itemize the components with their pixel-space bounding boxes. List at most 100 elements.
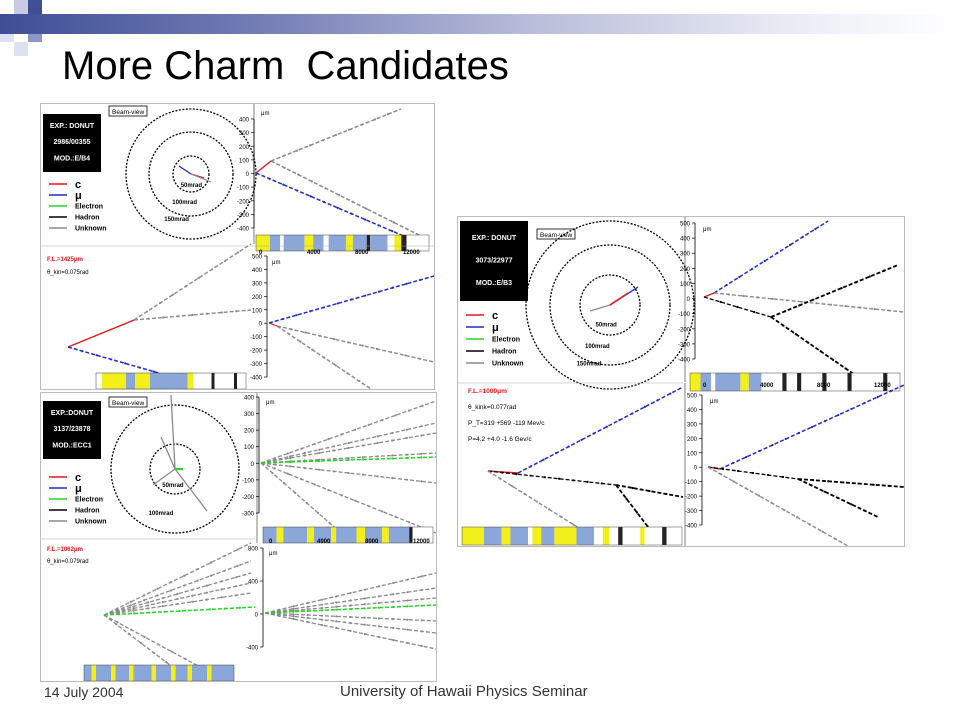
- track-point: [810, 484, 813, 487]
- track-point: [332, 459, 336, 462]
- track-point: [836, 496, 840, 500]
- track-point: [349, 591, 352, 595]
- track-line: [707, 466, 849, 546]
- track-point: [580, 438, 583, 442]
- y-tick-label: 500: [687, 394, 698, 400]
- legend-hadron-label: Hadron: [75, 508, 100, 515]
- track-point: [127, 632, 130, 635]
- track-point: [289, 456, 292, 460]
- track-point: [335, 605, 338, 608]
- track-point: [420, 425, 423, 428]
- track-point: [165, 661, 168, 664]
- track-point: [152, 370, 155, 373]
- track-point: [351, 200, 354, 204]
- detector-segment: [356, 527, 365, 543]
- track-point: [837, 413, 840, 417]
- deco-square: [28, 0, 42, 14]
- track-point: [303, 454, 306, 457]
- flight-length: F.L.=1062μm: [47, 547, 83, 553]
- legend-muon-label: μ: [75, 483, 82, 495]
- ring-label: 100mrad: [585, 344, 610, 350]
- track-point: [297, 173, 300, 176]
- track-point: [390, 351, 393, 354]
- track-point: [300, 478, 303, 481]
- detector-strip: [689, 372, 901, 392]
- track-point: [321, 139, 325, 142]
- track-point: [350, 212, 353, 215]
- track-point: [205, 591, 208, 594]
- track-point: [499, 477, 502, 480]
- track-point: [306, 613, 309, 617]
- y-tick-label: -300: [242, 512, 255, 518]
- track-point: [147, 601, 150, 604]
- detector-segment: [129, 665, 134, 681]
- track-line: [67, 319, 135, 348]
- track-point: [138, 366, 141, 369]
- track-point: [118, 613, 121, 616]
- track-point: [132, 607, 135, 610]
- legend-electron-label: Electron: [75, 497, 103, 504]
- track-point: [377, 585, 381, 588]
- track-point: [407, 409, 411, 412]
- track-point: [223, 554, 226, 558]
- y-tick-label: 400: [239, 118, 250, 124]
- track-point: [776, 251, 779, 255]
- track-point: [309, 310, 312, 313]
- track-point: [406, 628, 409, 631]
- track-point: [405, 478, 408, 481]
- beam-view-ring: [579, 274, 641, 336]
- detector-segment: [748, 373, 762, 391]
- y-tick-label: -400: [237, 227, 250, 233]
- track-point: [322, 356, 326, 359]
- track-point: [361, 438, 365, 441]
- detector-segment: [532, 527, 542, 545]
- y-tick-label: 100: [244, 445, 255, 451]
- detector-segment: [269, 235, 281, 251]
- track-point: [349, 629, 352, 633]
- track-point: [145, 310, 149, 313]
- track-point: [788, 243, 792, 247]
- track-point: [406, 605, 409, 608]
- detector-segment: [111, 665, 116, 681]
- event-run: 3137/23878: [54, 426, 91, 433]
- flight-length: F.L.=1000μm: [468, 388, 507, 395]
- event-mod: MOD.:E/B3: [476, 280, 512, 287]
- track-point: [332, 337, 336, 341]
- y-tick-label: -300: [678, 342, 691, 348]
- track-point: [810, 425, 814, 429]
- track-point: [142, 599, 146, 602]
- y-tick-label: -200: [237, 199, 250, 205]
- track-point: [282, 481, 285, 485]
- track-point: [196, 579, 199, 582]
- beam-view-box: [108, 396, 148, 408]
- y-tick-label: 0: [259, 322, 263, 328]
- detector-segment: [283, 235, 305, 251]
- track-point: [169, 581, 172, 584]
- track-point: [757, 494, 761, 497]
- detector-segment: [501, 527, 511, 545]
- track-point: [152, 651, 155, 654]
- detector-segment: [263, 527, 277, 543]
- track-point: [719, 473, 722, 476]
- detector-segment: [370, 235, 388, 251]
- y-tick-label: 0: [246, 172, 250, 178]
- track-point: [313, 483, 316, 486]
- track-point: [377, 625, 381, 628]
- track-point: [294, 491, 297, 495]
- detector-segment: [193, 373, 212, 389]
- y-tick-label: -300: [237, 213, 250, 219]
- track-point: [303, 460, 306, 463]
- detector-segment: [541, 527, 555, 545]
- detector-segment: [826, 373, 848, 391]
- track-point: [770, 501, 773, 505]
- legend-unknown-label: Unknown: [75, 226, 107, 233]
- track-point: [349, 621, 352, 625]
- track-point: [295, 149, 299, 152]
- detector-segment: [345, 235, 353, 251]
- track-point: [303, 466, 306, 470]
- track-point: [732, 461, 735, 465]
- detector-segment: [187, 665, 192, 681]
- y-tick-label: -100: [242, 478, 255, 484]
- track-point: [169, 589, 172, 592]
